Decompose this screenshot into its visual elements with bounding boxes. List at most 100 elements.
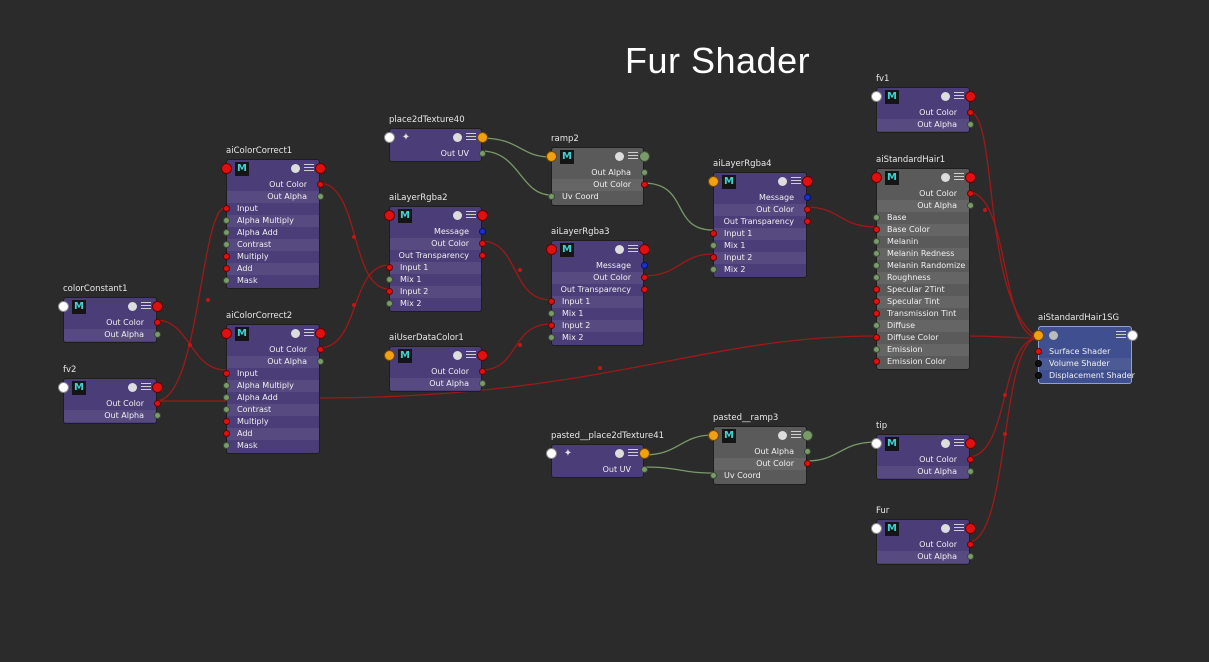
- input-port[interactable]: [222, 405, 230, 413]
- attribute-view-icon[interactable]: [466, 351, 476, 360]
- shader-node-place2dTexture40[interactable]: ✦Out UV: [389, 128, 482, 162]
- input-port[interactable]: [547, 309, 555, 317]
- output-port[interactable]: [640, 261, 648, 269]
- output-attribute[interactable]: Out UV: [552, 464, 643, 476]
- output-attribute[interactable]: Out Color: [714, 204, 806, 216]
- swatch-toggle-icon[interactable]: [941, 92, 950, 101]
- attribute-view-icon[interactable]: [628, 152, 638, 161]
- node-output-port[interactable]: [801, 429, 813, 441]
- input-port[interactable]: [709, 229, 717, 237]
- input-attribute[interactable]: Add: [227, 428, 319, 440]
- swatch-toggle-icon[interactable]: [128, 302, 137, 311]
- shader-node-pasted_place2d[interactable]: ✦Out UV: [551, 444, 644, 478]
- output-attribute[interactable]: Out Alpha: [877, 200, 969, 212]
- output-port[interactable]: [803, 205, 811, 213]
- output-attribute[interactable]: Message: [552, 260, 643, 272]
- output-port[interactable]: [966, 552, 974, 560]
- input-attribute[interactable]: Mix 1: [552, 308, 643, 320]
- node-input-port[interactable]: [545, 150, 557, 162]
- output-port[interactable]: [966, 540, 974, 548]
- input-attribute[interactable]: Alpha Multiply: [227, 215, 319, 227]
- input-attribute[interactable]: Alpha Multiply: [227, 380, 319, 392]
- output-attribute[interactable]: Out Alpha: [64, 329, 156, 341]
- output-port[interactable]: [316, 180, 324, 188]
- input-attribute[interactable]: Diffuse: [877, 320, 969, 332]
- output-attribute[interactable]: Out Alpha: [877, 551, 969, 563]
- input-attribute[interactable]: Base Color: [877, 224, 969, 236]
- input-port[interactable]: [709, 253, 717, 261]
- output-port[interactable]: [966, 120, 974, 128]
- swatch-toggle-icon[interactable]: [941, 524, 950, 533]
- attribute-view-icon[interactable]: [628, 245, 638, 254]
- input-attribute[interactable]: Melanin Randomize: [877, 260, 969, 272]
- output-attribute[interactable]: Out Color: [390, 366, 481, 378]
- swatch-toggle-icon[interactable]: [615, 449, 624, 458]
- swatch-toggle-icon[interactable]: [778, 431, 787, 440]
- node-output-port[interactable]: [314, 162, 326, 174]
- attribute-view-icon[interactable]: [954, 173, 964, 182]
- input-port[interactable]: [872, 225, 880, 233]
- input-attribute[interactable]: Specular Tint: [877, 296, 969, 308]
- node-output-port[interactable]: [964, 522, 976, 534]
- input-attribute[interactable]: Roughness: [877, 272, 969, 284]
- input-attribute[interactable]: Displacement Shader: [1039, 370, 1135, 382]
- input-port[interactable]: [547, 192, 555, 200]
- node-input-port[interactable]: [545, 243, 557, 255]
- input-port[interactable]: [222, 216, 230, 224]
- input-attribute[interactable]: Transmission Tint: [877, 308, 969, 320]
- input-port[interactable]: [222, 441, 230, 449]
- input-port[interactable]: [385, 287, 393, 295]
- output-attribute[interactable]: Out Color: [877, 539, 969, 551]
- output-port[interactable]: [153, 399, 161, 407]
- attribute-view-icon[interactable]: [141, 383, 151, 392]
- input-attribute[interactable]: Melanin Redness: [877, 248, 969, 260]
- input-attribute[interactable]: Contrast: [227, 404, 319, 416]
- output-port[interactable]: [640, 285, 648, 293]
- input-attribute[interactable]: Base: [877, 212, 969, 224]
- input-attribute[interactable]: Add: [227, 263, 319, 275]
- attribute-view-icon[interactable]: [466, 211, 476, 220]
- input-port[interactable]: [222, 429, 230, 437]
- output-port[interactable]: [478, 239, 486, 247]
- input-port[interactable]: [1034, 347, 1042, 355]
- output-port[interactable]: [478, 367, 486, 375]
- input-attribute[interactable]: Specular 2Tint: [877, 284, 969, 296]
- swatch-toggle-icon[interactable]: [291, 164, 300, 173]
- output-attribute[interactable]: Out Color: [552, 179, 643, 191]
- node-output-port[interactable]: [638, 243, 650, 255]
- input-attribute[interactable]: Multiply: [227, 416, 319, 428]
- output-port[interactable]: [316, 357, 324, 365]
- input-port[interactable]: [222, 240, 230, 248]
- output-attribute[interactable]: Out Transparency: [552, 284, 643, 296]
- node-output-port[interactable]: [476, 349, 488, 361]
- input-port[interactable]: [1034, 359, 1042, 367]
- output-attribute[interactable]: Out Alpha: [390, 378, 481, 390]
- attribute-view-icon[interactable]: [628, 449, 638, 458]
- attribute-view-icon[interactable]: [954, 92, 964, 101]
- attribute-view-icon[interactable]: [141, 302, 151, 311]
- output-attribute[interactable]: Out Alpha: [227, 356, 319, 368]
- output-attribute[interactable]: Out Color: [877, 107, 969, 119]
- input-attribute[interactable]: Input 2: [714, 252, 806, 264]
- input-port[interactable]: [872, 261, 880, 269]
- node-output-port[interactable]: [314, 327, 326, 339]
- output-attribute[interactable]: Out Color: [877, 188, 969, 200]
- output-port[interactable]: [966, 189, 974, 197]
- output-port[interactable]: [153, 330, 161, 338]
- output-attribute[interactable]: Out Color: [227, 344, 319, 356]
- input-port[interactable]: [709, 471, 717, 479]
- output-port[interactable]: [478, 379, 486, 387]
- node-output-port[interactable]: [964, 90, 976, 102]
- node-output-port[interactable]: [151, 300, 163, 312]
- node-output-port[interactable]: [801, 175, 813, 187]
- output-port[interactable]: [478, 251, 486, 259]
- node-input-port[interactable]: [870, 437, 882, 449]
- swatch-toggle-icon[interactable]: [291, 329, 300, 338]
